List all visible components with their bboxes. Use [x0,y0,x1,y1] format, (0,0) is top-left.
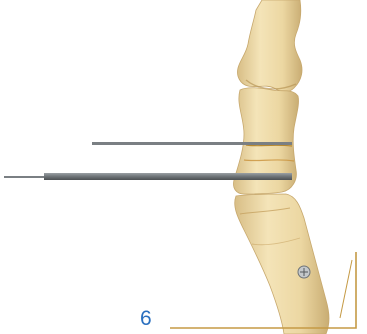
lower-wire-tip [4,176,46,178]
distal-bone [235,194,329,334]
fracture-line-upper [246,145,292,146]
angle-frame-inner [340,260,352,318]
upper-wire [92,142,292,145]
proximal-bone [237,0,302,92]
figure-number: 6 [140,308,152,329]
lower-wire-shaft [44,173,292,180]
